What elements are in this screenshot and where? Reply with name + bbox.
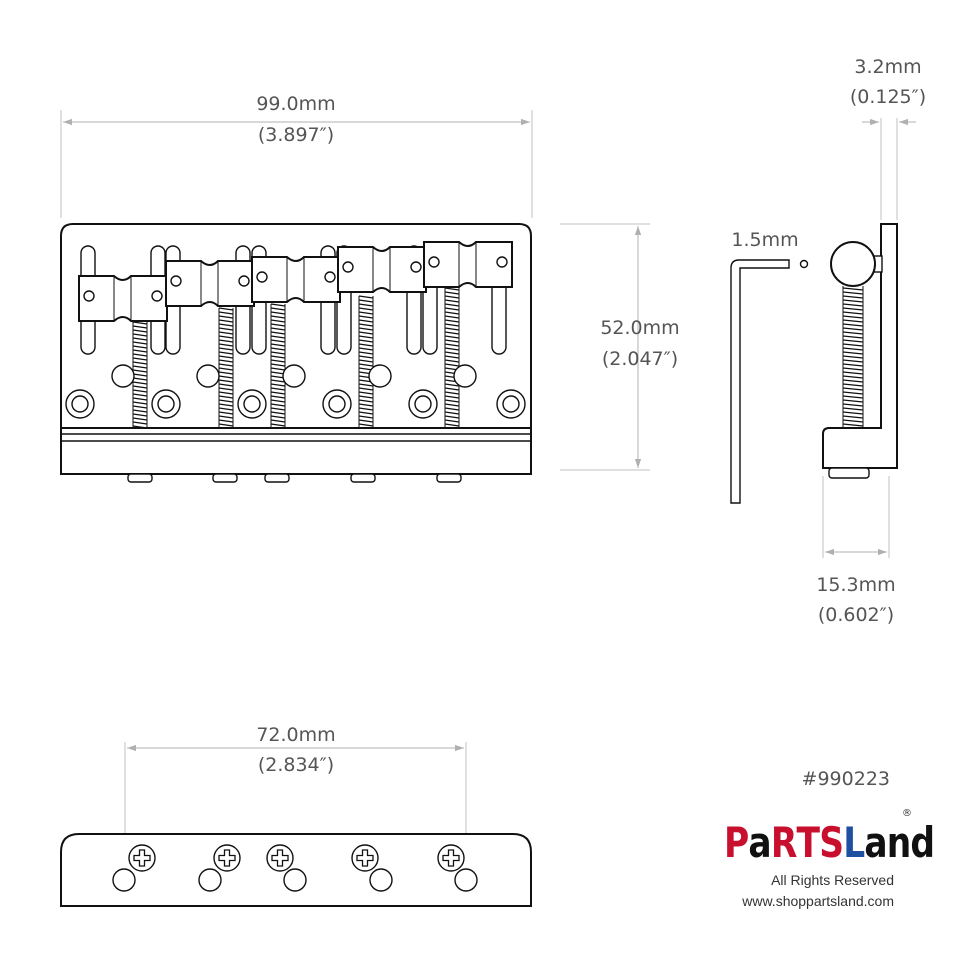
phillips-screw [437,844,465,872]
screw-spacing-inch-label: (2.834″) [258,754,334,776]
intonation-spring [270,303,286,428]
phillips-screw [351,844,379,872]
thickness-mm-label: 3.2mm [854,56,921,78]
logo-letter: d [910,819,934,868]
intonation-spring [358,295,374,428]
side-spring [842,286,864,428]
logo-letter: S [819,819,843,868]
intonation-spring [444,287,460,428]
front-holes [112,868,478,892]
logo-letter: P [724,819,748,868]
bottom-screw-heads [127,473,462,483]
intonation-springs [132,287,460,429]
phillips-screw [128,844,156,872]
logo-letter: T [797,819,820,868]
brand-block: #990223 PaRTSLand ® All Rights Reserved … [724,768,935,909]
height-mm-label: 52.0mm [600,317,679,339]
width-dimension: 99.0mm (3.897″) [60,93,533,218]
height-dimension: 52.0mm (2.047″) [560,223,680,471]
saddle [165,260,255,307]
screw-spacing-mm-label: 72.0mm [256,724,335,746]
hex-key-mm-label: 1.5mm [731,229,798,251]
depth-inch-label: (0.602″) [818,604,894,626]
website-text: www.shoppartsland.com [741,893,894,909]
partsland-logo: PaRTSLand [724,819,935,868]
top-view: 99.0mm (3.897″) [60,93,680,483]
intonation-spring [218,307,234,428]
string-through-holes [65,389,526,419]
mounting-screws [128,844,465,872]
rights-text: All Rights Reserved [771,872,894,888]
side-screw-head [828,467,870,479]
mounting-holes-small [111,364,477,388]
height-inch-label: (2.047″) [602,348,678,370]
thickness-inch-label: (0.125″) [850,86,926,108]
saddles [78,241,513,322]
logo-letter: R [771,819,797,868]
saddle [251,256,341,303]
saddle [78,275,168,322]
depth-dimension: 15.3mm (0.602″) [816,476,896,626]
saddle [423,241,513,288]
width-inch-label: (3.897″) [258,124,334,146]
saddle [337,246,427,293]
svg-text:PaRTSLand: PaRTSLand [724,819,934,868]
phillips-screw [266,844,294,872]
registered-mark: ® [902,808,912,819]
depth-mm-label: 15.3mm [816,574,895,596]
thickness-dimension: 3.2mm (0.125″) [850,56,926,220]
side-saddle [830,241,883,287]
bottom-view: 72.0mm (2.834″) [60,724,532,907]
part-number: #990223 [802,768,890,790]
width-mm-label: 99.0mm [256,93,335,115]
logo-letter: L [843,819,865,868]
side-view: 3.2mm (0.125″) 1.5mm 15.3mm (0.602″) [730,56,926,626]
hex-key: 1.5mm [730,229,809,504]
logo-letter: n [887,819,911,868]
logo-letter: a [864,819,886,868]
logo-letter: a [748,819,770,868]
phillips-screw [213,844,241,872]
